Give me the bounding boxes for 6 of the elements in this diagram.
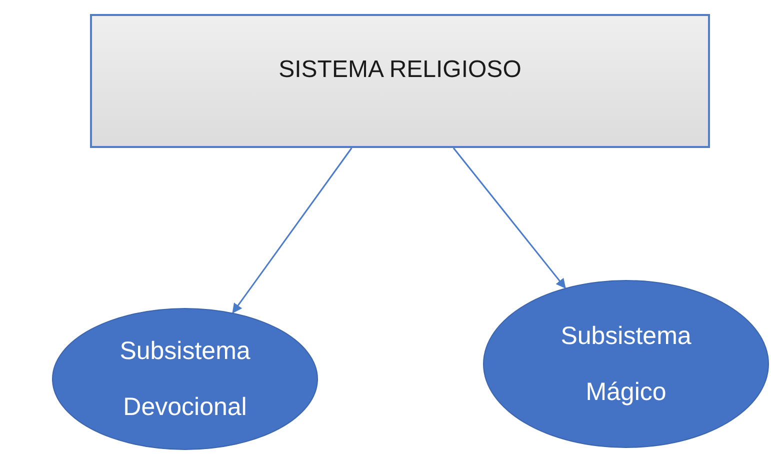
- node-label: Subsistema Devocional: [118, 336, 252, 423]
- node-label: SISTEMA RELIGIOSO: [278, 55, 522, 85]
- arrow: [452, 148, 566, 289]
- arrow: [232, 148, 352, 314]
- process-box: [90, 14, 710, 148]
- node-label: Subsistema Mágico: [560, 321, 692, 408]
